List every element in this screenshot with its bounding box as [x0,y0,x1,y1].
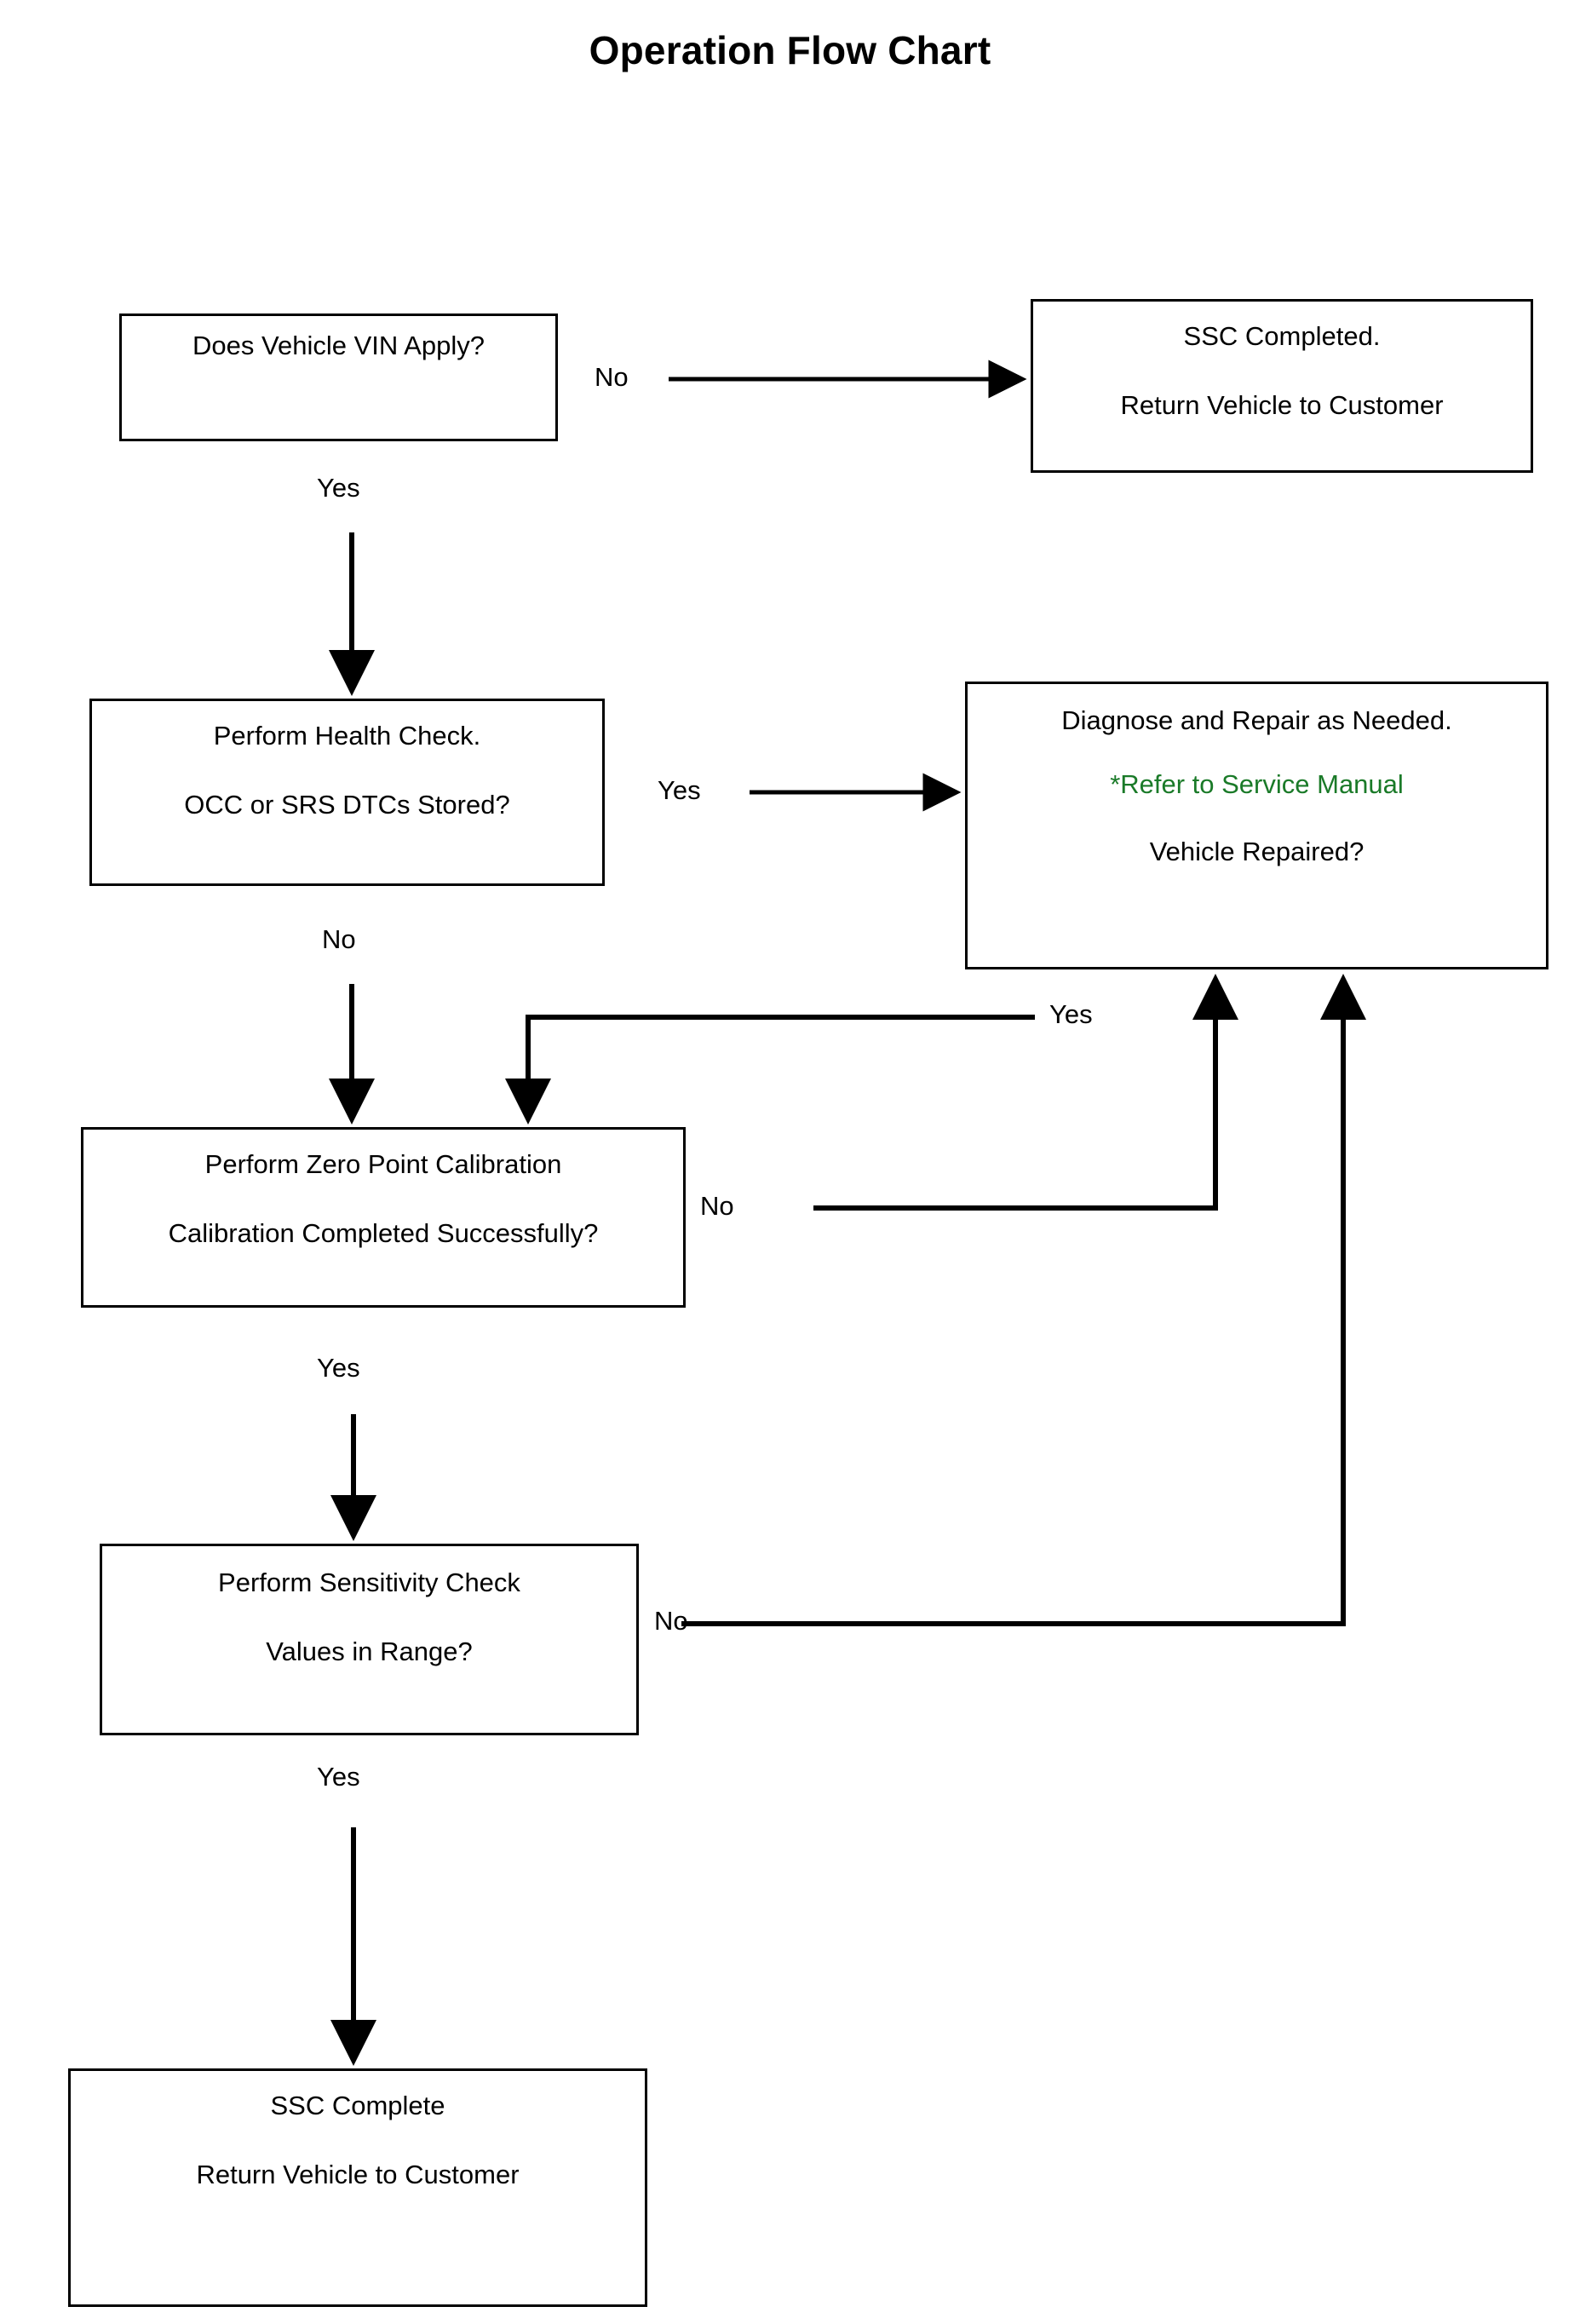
node-text-line: Perform Sensitivity Check [218,1568,520,1597]
node-text-line: SSC Completed. [1183,321,1381,351]
edge-label-sensitivity-yes: Yes [317,1762,360,1792]
edge-diagnose-yes-to-zero-point [505,1015,1035,1125]
edge-label-zero-point-no: No [700,1191,734,1221]
edge-sensitivity-no-to-diagnose [681,974,1366,1626]
node-text-line: Values in Range? [266,1637,473,1667]
node-text-line: Perform Zero Point Calibration [204,1149,562,1179]
page-title: Operation Flow Chart [589,28,991,72]
edge-label-diagnose-yes: Yes [1049,999,1093,1029]
edge-label-vin-no: No [595,362,629,392]
edge-label-health-check-yes: Yes [658,775,701,805]
node-ssc-complete[interactable]: SSC Complete Return Vehicle to Customer [68,2068,647,2307]
node-text-line: Vehicle Repaired? [1149,837,1365,867]
edge-label-vin-yes: Yes [317,473,360,503]
node-diagnose-and-repair[interactable]: Diagnose and Repair as Needed. *Refer to… [965,682,1548,969]
edge-label-health-check-no: No [322,924,356,954]
node-perform-sensitivity-check[interactable]: Perform Sensitivity Check Values in Rang… [100,1544,639,1735]
node-text-line: Calibration Completed Successfully? [168,1218,599,1249]
node-text-line: OCC or SRS DTCs Stored? [184,790,510,820]
node-perform-zero-point-calibration[interactable]: Perform Zero Point Calibration Calibrati… [81,1127,686,1308]
edge-zero-point-no-to-diagnose [813,974,1238,1211]
node-text-line: Does Vehicle VIN Apply? [192,331,485,360]
node-text-line: SSC Complete [270,2091,445,2120]
node-does-vehicle-vin-apply[interactable]: Does Vehicle VIN Apply? [119,314,558,441]
node-ssc-completed[interactable]: SSC Completed. Return Vehicle to Custome… [1031,299,1533,473]
node-text-line-service-manual: *Refer to Service Manual [1110,769,1404,800]
edge-label-zero-point-yes: Yes [317,1353,360,1383]
node-text-line: Perform Health Check. [213,721,481,751]
edge-label-sensitivity-no: No [654,1606,688,1636]
node-text-line: Return Vehicle to Customer [1120,390,1444,421]
node-text-line: Diagnose and Repair as Needed. [1061,705,1452,735]
node-text-line: Return Vehicle to Customer [196,2160,520,2190]
node-perform-health-check[interactable]: Perform Health Check. OCC or SRS DTCs St… [89,699,605,886]
